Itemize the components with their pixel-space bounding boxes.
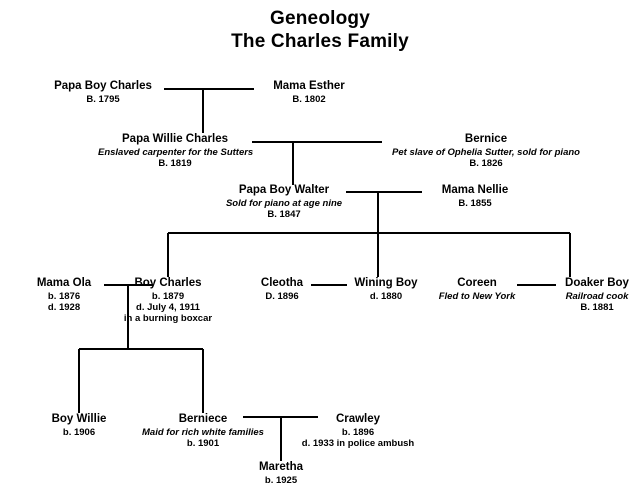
person-name: Maretha (258, 461, 304, 473)
chart-title-line-1: Geneology (270, 8, 370, 29)
person-mama-ola[interactable]: Mama Ola b. 1876 d. 1928 (24, 277, 104, 313)
person-dates: B. 1881 (580, 301, 614, 313)
person-dates: b. 1906 (62, 426, 96, 438)
person-note: Railroad cook (565, 290, 629, 302)
person-bernice[interactable]: Bernice Pet slave of Ophelia Sutter, sol… (382, 133, 590, 169)
person-crawley[interactable]: Crawley b. 1896 d. 1933 in police ambush (285, 413, 431, 449)
person-death: d. 1928 (47, 301, 81, 313)
person-name: Mama Nellie (441, 184, 509, 196)
person-berniece[interactable]: Berniece Maid for rich white families b.… (133, 413, 273, 449)
person-birth: b. 1876 (47, 290, 81, 302)
person-note: Sold for piano at age nine (225, 197, 343, 209)
person-dates: D. 1896 (265, 290, 299, 302)
person-birth: b. 1896 (341, 426, 375, 438)
person-cleotha[interactable]: Cleotha D. 1896 (253, 277, 311, 302)
person-papa-boy-walter[interactable]: Papa Boy Walter Sold for piano at age ni… (222, 184, 346, 220)
person-name: Berniece (178, 413, 228, 425)
person-maretha[interactable]: Maretha b. 1925 (231, 461, 331, 486)
person-name: Cleotha (260, 277, 304, 289)
person-mama-nellie[interactable]: Mama Nellie B. 1855 (422, 184, 528, 209)
person-note: Pet slave of Ophelia Sutter, sold for pi… (392, 146, 580, 158)
person-note: Maid for rich white families (142, 426, 264, 438)
person-birth: b. 1879 (151, 290, 185, 302)
person-note: Fled to New York (438, 290, 516, 302)
person-mama-esther[interactable]: Mama Esther B. 1802 (254, 80, 364, 105)
person-name: Wining Boy (354, 277, 418, 289)
person-dates: B. 1855 (458, 197, 492, 209)
person-name: Doaker Boy (565, 277, 629, 289)
person-name: Papa Willie Charles (122, 133, 228, 145)
person-name: Bernice (464, 133, 508, 145)
person-dates: B. 1795 (86, 93, 120, 105)
person-boy-willie[interactable]: Boy Willie b. 1906 (33, 413, 125, 438)
person-note: Enslaved carpenter for the Sutters (98, 146, 254, 158)
person-dates: d. 1880 (369, 290, 403, 302)
person-papa-boy-charles[interactable]: Papa Boy Charles B. 1795 (42, 80, 164, 105)
person-name: Papa Boy Walter (238, 184, 330, 196)
person-name: Coreen (457, 277, 497, 289)
chart-title-line-2: The Charles Family (231, 31, 409, 52)
person-name: Mama Esther (273, 80, 345, 92)
person-name: Mama Ola (36, 277, 92, 289)
person-death: d. July 4, 1911 (136, 301, 200, 313)
person-name: Boy Charles (134, 277, 202, 289)
person-coreen[interactable]: Coreen Fled to New York (437, 277, 517, 302)
person-dates: B. 1826 (469, 157, 503, 169)
person-dates: B. 1802 (292, 93, 326, 105)
person-dates: B. 1847 (267, 208, 301, 220)
person-boy-charles[interactable]: Boy Charles b. 1879 d. July 4, 1911 in a… (113, 277, 223, 324)
person-name: Papa Boy Charles (54, 80, 152, 92)
person-dates: b. 1901 (186, 437, 220, 449)
person-dates: b. 1925 (264, 474, 298, 486)
person-dates: B. 1819 (158, 157, 192, 169)
person-death: d. 1933 in police ambush (301, 437, 415, 449)
person-wining-boy[interactable]: Wining Boy d. 1880 (347, 277, 425, 302)
person-death-detail: in a burning boxcar (123, 312, 213, 324)
person-doaker-boy[interactable]: Doaker Boy Railroad cook B. 1881 (556, 277, 638, 313)
person-name: Crawley (335, 413, 381, 425)
person-papa-willie-charles[interactable]: Papa Willie Charles Enslaved carpenter f… (98, 133, 254, 169)
person-name: Boy Willie (51, 413, 107, 425)
